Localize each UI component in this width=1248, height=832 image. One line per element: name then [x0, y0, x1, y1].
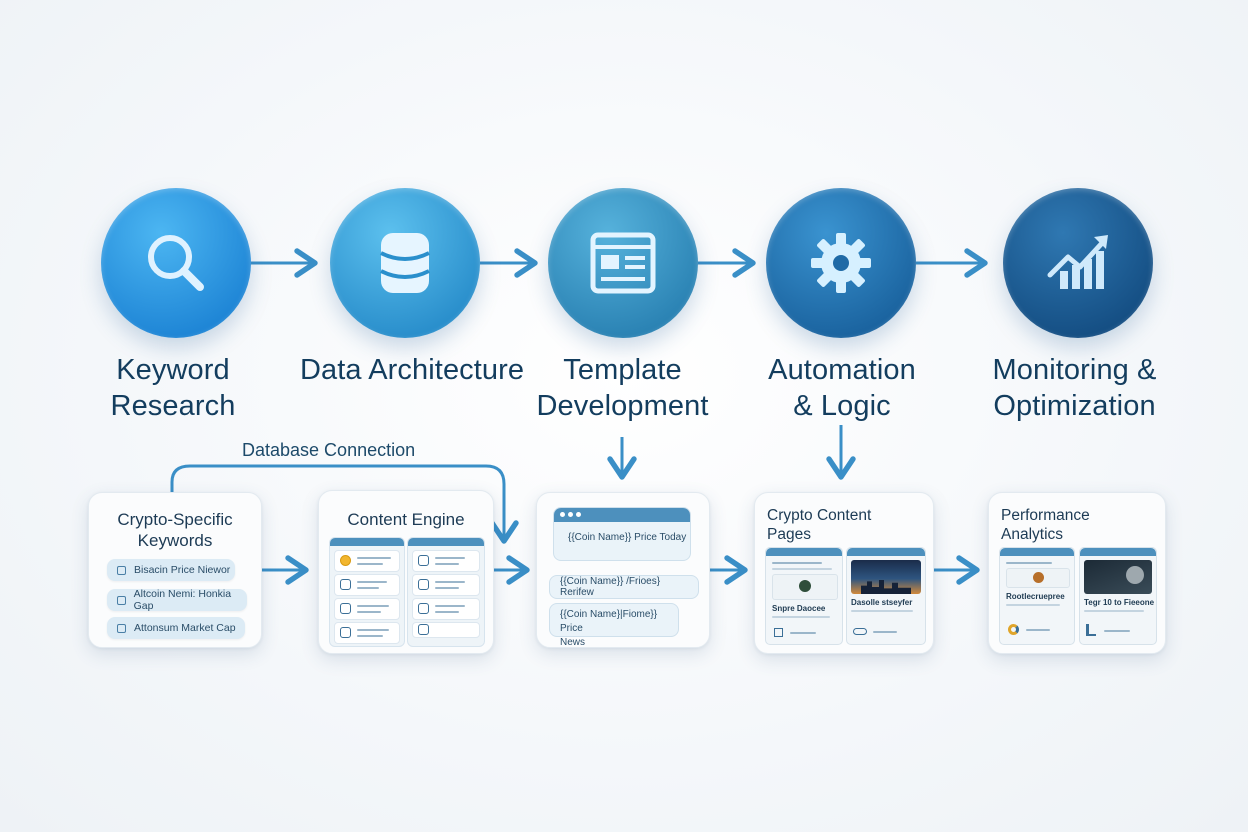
engine-row: [412, 598, 480, 620]
magnifier-icon: [148, 235, 204, 291]
content-pages-title: Crypto Content Pages: [767, 507, 872, 543]
article-thumbnail: [851, 560, 921, 594]
page-preview-right: Dasolle stseyfer: [846, 547, 926, 645]
analytics-title: Performance Analytics: [1001, 507, 1090, 543]
database-icon: [380, 233, 430, 293]
bitcoin-icon: [340, 579, 351, 590]
template-field-review[interactable]: {{Coin Name}} /Frioes} Rerifew: [549, 575, 699, 599]
keyword-item[interactable]: Altcoin Nemi: Honkia Gap: [107, 588, 247, 612]
keywords-card: Crypto-Specific Keywords Bisacin Price N…: [88, 492, 262, 648]
content-engine-card: Content Engine: [318, 490, 494, 654]
analytics-card: Performance Analytics Rootlecruepree Teg…: [988, 492, 1166, 654]
gear-icon: [811, 233, 871, 293]
engine-row: [412, 622, 480, 638]
coin-icon: [799, 580, 811, 592]
link-icon: [853, 628, 867, 635]
left-page-caption: Snpre Daocee: [772, 604, 826, 613]
donut-chart-icon: [1008, 624, 1019, 635]
step-label-data-architecture: Data Architecture: [300, 354, 525, 386]
chart-icon: [418, 624, 429, 635]
engine-column-right: [407, 537, 485, 647]
calendar-icon: [340, 603, 351, 614]
template-icon: [590, 232, 656, 294]
analytics-preview-left: Rootlecruepree: [999, 547, 1075, 645]
keyword-item[interactable]: Bisacin Price Niewor: [107, 559, 235, 581]
article-thumbnail: [772, 574, 838, 600]
template-browser-window: {{Coin Name}} Price Today: [553, 507, 691, 561]
right-page-caption: Dasolle stseyfer: [851, 598, 913, 607]
step-label-monitoring-optimization: Monitoring & Optimization: [992, 354, 1157, 422]
coin-icon: [117, 595, 126, 605]
step-label-automation-logic: Automation & Logic: [768, 354, 916, 422]
engine-row: [412, 550, 480, 572]
keyword-item[interactable]: Attonsum Market Cap: [107, 617, 245, 639]
analytics-right-caption: Tegr 10 to Fieeone: [1084, 598, 1155, 607]
analytics-left-caption: Rootlecruepree: [1006, 592, 1065, 601]
engine-row: [334, 622, 400, 644]
content-engine-title: Content Engine: [347, 510, 465, 529]
window-dot: [576, 512, 581, 517]
step-circle-template-development: [548, 188, 698, 338]
engine-row: [412, 574, 480, 596]
engine-column-left: [329, 537, 405, 647]
page-icon: [774, 628, 783, 637]
step-circle-monitoring-optimization: [1003, 188, 1153, 338]
growth-chart-icon: [1047, 235, 1108, 289]
engine-row: [334, 574, 400, 596]
analytics-preview-right: Tegr 10 to Fieeone: [1079, 547, 1157, 645]
browser-titlebar: [554, 508, 690, 522]
grid-icon: [418, 555, 429, 566]
cloud-icon: [418, 603, 429, 614]
skyline-shape: [861, 580, 911, 594]
window-dot: [568, 512, 573, 517]
keywords-card-title: Crypto-Specific Keywords: [117, 510, 233, 550]
database-connection-path: [170, 464, 519, 544]
engine-row: [334, 598, 400, 620]
template-field-price-news[interactable]: {{Coin Name}|Fiome}} Price News: [549, 603, 679, 648]
grid-icon: [418, 579, 429, 590]
chart-icon: [117, 623, 126, 633]
coin-icon: [1033, 572, 1044, 583]
bitcoin-icon: [340, 555, 351, 566]
page-preview-left: Snpre Daocee: [765, 547, 843, 645]
template-card: {{Coin Name}} Price Today {{Coin Name}} …: [536, 492, 710, 648]
link-icon: [340, 627, 351, 638]
analytics-thumbnail: [1006, 568, 1070, 588]
step-circle-data-architecture: [330, 188, 480, 338]
window-dot: [560, 512, 565, 517]
template-field-price-today[interactable]: {{Coin Name}} Price Today: [568, 532, 687, 543]
engine-row: [334, 550, 400, 572]
bar-chart-icon: [1086, 624, 1096, 636]
step-circle-automation-logic: [766, 188, 916, 338]
step-label-keyword-research: Keyword Research: [110, 354, 236, 422]
coin-icon: [1126, 566, 1144, 584]
content-pages-card: Crypto Content Pages Snpre Daocee Dasoll…: [754, 492, 934, 654]
step-label-template-development: Template Development: [536, 354, 709, 422]
analytics-thumbnail: [1084, 560, 1152, 594]
step-circle-keyword-research: [101, 188, 251, 338]
database-connection-label: Database Connection: [242, 440, 416, 460]
bitcoin-icon: [117, 565, 126, 575]
